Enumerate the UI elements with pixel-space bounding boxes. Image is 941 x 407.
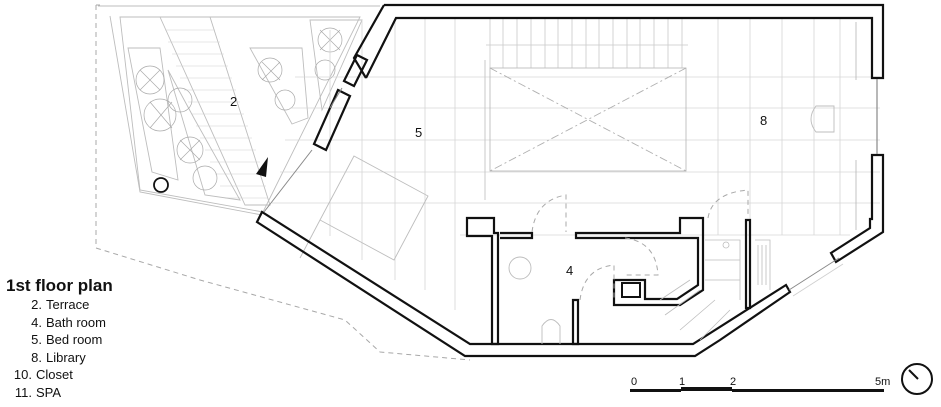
legend-item: 2. Terrace <box>6 296 113 314</box>
legend-item: 11.SPA <box>6 384 113 402</box>
legend-item-number: 5. <box>31 332 42 348</box>
scale-tick-2: 2 <box>730 376 736 388</box>
bed-outline <box>319 155 429 261</box>
exterior-walls <box>255 3 885 358</box>
scale-bar: 0 1 2 5m <box>630 376 890 392</box>
bathroom-walls <box>465 216 752 346</box>
legend-item-number: 10. <box>13 367 32 383</box>
legend-item-label: SPA <box>36 384 62 400</box>
legend-item-number: 11. <box>14 384 32 400</box>
north-arrow-icon <box>901 363 933 395</box>
site-boundary <box>95 5 471 361</box>
scale-tick-0: 0 <box>631 376 637 388</box>
sink-fixture <box>508 256 532 280</box>
toilet-fixture <box>541 319 561 344</box>
legend-item-label: Library <box>46 349 86 365</box>
legend-list: 2. Terrace 4.Bath room 5.Bed room 8.Libra… <box>6 296 113 402</box>
legend-title: 1st floor plan <box>6 276 113 295</box>
room-label-library: 8 <box>760 113 767 128</box>
legend-item-number: 2. <box>31 297 42 312</box>
legend-item-number: 4. <box>31 314 42 330</box>
legend-item-label: Bath room <box>46 314 106 330</box>
legend-item-label: Terrace <box>46 297 90 312</box>
stair-treads <box>486 18 688 68</box>
room-label-terrace: 2 <box>230 94 237 109</box>
legend-item: 10.Closet <box>6 366 113 384</box>
room-label-bedroom: 5 <box>415 125 422 140</box>
legend-item-number: 8. <box>31 349 42 365</box>
terrace-area <box>98 5 380 216</box>
spiral-stair <box>659 239 771 341</box>
entry-arrow-icon <box>256 157 268 177</box>
scale-tick-1: 1 <box>679 376 685 388</box>
void-opening <box>484 60 687 200</box>
room-label-bathroom: 4 <box>566 263 573 278</box>
legend-item: 8.Library <box>6 349 113 367</box>
legend-item-label: Bed room <box>46 332 103 348</box>
legend: 1st floor plan 2. Terrace 4.Bath room 5.B… <box>6 276 113 402</box>
legend-item: 5.Bed room <box>6 331 113 349</box>
scale-tick-5m: 5m <box>875 376 890 388</box>
library-arch <box>810 105 835 133</box>
terrace-fixture-circle <box>153 177 169 193</box>
legend-item: 4.Bath room <box>6 314 113 332</box>
floor-grid <box>272 18 880 310</box>
legend-item-label: Closet <box>36 367 73 383</box>
